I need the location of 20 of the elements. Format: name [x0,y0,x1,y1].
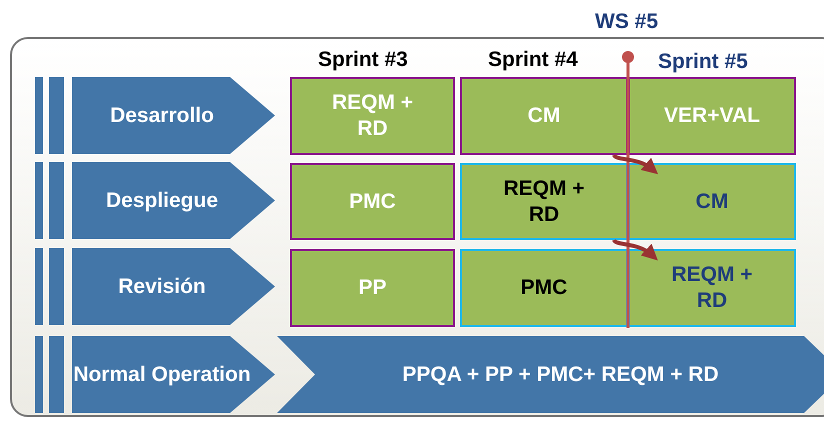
curved-arrow [612,238,658,260]
activity-cell: VER+VAL [628,77,796,155]
activity-cell: CM [460,77,628,155]
activity-cell: PMC [290,163,455,240]
activity-cell: PP [290,249,455,327]
operation-text: PPQA + PP + PMC+ REQM + RD [401,362,720,388]
phase-label: Despliegue [104,188,220,214]
curved-arrow [612,154,658,174]
sprint-header: Sprint #5 [658,50,748,74]
phase-label: Desarrollo [109,102,215,128]
activity-cell: PMC [460,249,628,327]
sprint-header: Sprint #4 [488,48,578,72]
phase-label: Revisión [117,274,207,300]
activity-cell: REQM + RD [460,163,628,240]
activity-cell: REQM + RD [290,77,455,155]
milestone-label: WS #5 [595,10,658,34]
activity-cell: REQM + RD [628,249,796,327]
phase-label: Normal Operation [72,362,252,388]
activity-cell: CM [628,163,796,240]
sprint-header: Sprint #3 [318,48,408,72]
